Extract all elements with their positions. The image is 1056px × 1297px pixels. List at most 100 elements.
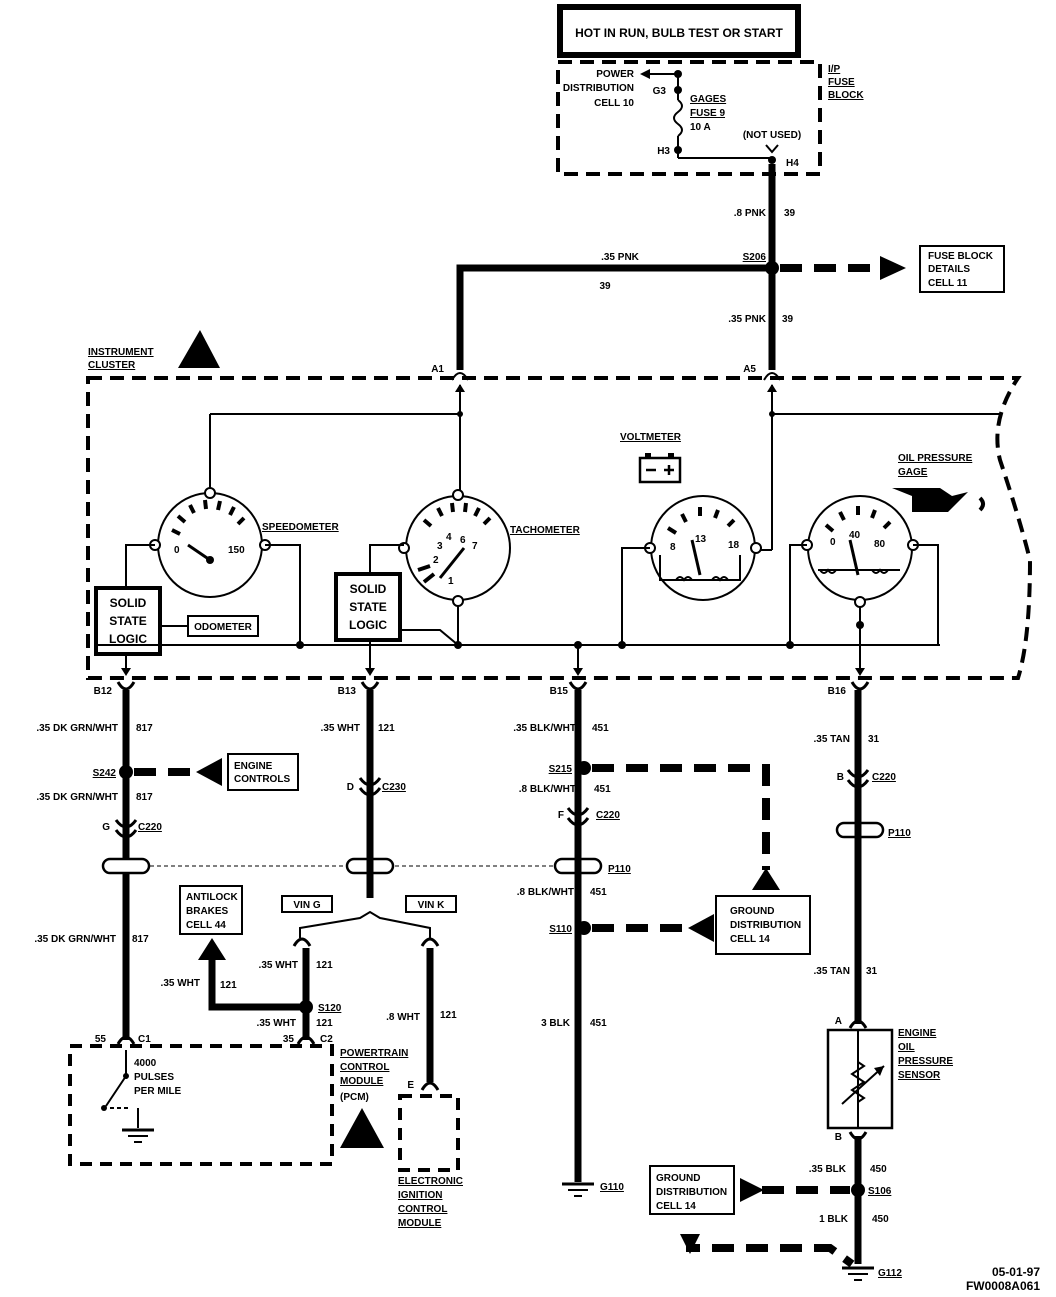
volt-num-18: 18 [728, 540, 740, 551]
col3-gauge-4: 3 BLK [541, 1018, 571, 1029]
header-box: HOT IN RUN, BULB TEST OR START [557, 4, 801, 58]
pcm-label-1: POWERTRAIN [340, 1048, 408, 1059]
fuse-number: FUSE 9 [690, 108, 725, 119]
odometer-label: ODOMETER [194, 622, 253, 633]
col4-circuit-4: 450 [872, 1214, 889, 1225]
col4-circuit-3: 450 [870, 1164, 887, 1175]
speedometer-label: SPEEDOMETER [262, 522, 339, 533]
footer-date: 05-01-97 [992, 1265, 1040, 1279]
sensor-pin-b: B [835, 1132, 842, 1143]
power-dist-2: DISTRIBUTION [563, 83, 634, 94]
arrow-up-icon [752, 868, 780, 890]
col3-conn-pin: F [558, 810, 564, 821]
arrow-left-icon [196, 758, 222, 786]
col4-p110: P110 [888, 828, 911, 839]
col2-gauge-5: .8 WHT [386, 1012, 420, 1023]
wire-circuit-3: 39 [782, 314, 794, 325]
oil-num-0: 0 [830, 537, 836, 548]
col2-circuit-5: 121 [440, 1010, 457, 1021]
column-121: .35 WHT 121 D C230 VIN G VIN K .35 WHT 1… [161, 690, 457, 1091]
col1-circuit-3: 817 [132, 934, 149, 945]
gd2-1: GROUND [656, 1173, 700, 1184]
pin-55: 55 [95, 1034, 107, 1045]
odometer-box: ODOMETER [187, 615, 259, 637]
antilock-1: ANTILOCK [186, 892, 238, 903]
fuse-details-2: DETAILS [928, 264, 970, 275]
col2-conn: C230 [382, 782, 406, 793]
oil-gage-label-1: OIL PRESSURE [898, 453, 973, 464]
col4-gauge-1: .35 TAN [814, 734, 851, 745]
column-31: .35 TAN 31 B C220 P110 .35 TAN 31 A ENGI… [649, 690, 953, 1281]
voltmeter-gauge [650, 495, 756, 601]
wire-circuit-2: 39 [599, 281, 611, 292]
pin-h3: H3 [657, 146, 670, 157]
ip-fuse-block: I/P FUSE BLOCK POWER DISTRIBUTION CELL 1… [556, 60, 864, 176]
powertrain-control-module: 55 C1 4000 PULSES PER MILE POWERTRAIN CO… [68, 1034, 408, 1166]
icm-4: MODULE [398, 1218, 442, 1229]
sensor-label-4: SENSOR [898, 1070, 941, 1081]
col2-gauge-4: .35 WHT [257, 1018, 296, 1029]
esd-warning-icon [178, 330, 220, 368]
col3-circuit-3: 451 [590, 887, 607, 898]
voltmeter-label: VOLTMETER [620, 432, 682, 443]
col4-circuit-2: 31 [866, 966, 878, 977]
pin-e: E [407, 1080, 414, 1091]
splice-s206 [765, 261, 779, 275]
arrow-left-icon [688, 914, 714, 942]
solid-state-logic-1: SOLID STATE LOGIC [94, 586, 162, 656]
col4-gauge-3: .35 BLK [809, 1164, 847, 1175]
col2-circuit-4: 121 [316, 1018, 333, 1029]
gd2-3: CELL 14 [656, 1201, 696, 1212]
col4-gauge-4: 1 BLK [819, 1214, 849, 1225]
oil-num-40: 40 [849, 530, 861, 541]
sensor-label-1: ENGINE [898, 1028, 937, 1039]
col3-gauge-1: .35 BLK/WHT [513, 723, 576, 734]
wire-gauge-2: .35 PNK [601, 252, 640, 263]
ground-g110: G110 [600, 1182, 624, 1193]
col4-circuit-1: 31 [868, 734, 880, 745]
fuse-rating: 10 A [690, 122, 711, 133]
oil-num-80: 80 [874, 539, 886, 550]
speedo-min: 0 [174, 545, 180, 556]
pin-b13: B13 [338, 686, 357, 697]
splice-s206-label: S206 [743, 252, 767, 263]
gd1-3: CELL 14 [730, 934, 770, 945]
arrow-right-icon [880, 256, 906, 280]
gd1-1: GROUND [730, 906, 774, 917]
pcm-label-4: (PCM) [340, 1092, 369, 1103]
col2-conn-pin: D [347, 782, 354, 793]
splice-s242: S242 [93, 768, 117, 779]
oil-can-icon [892, 488, 985, 512]
wire-gauge-3: .35 PNK [728, 314, 767, 325]
col3-p110: P110 [608, 864, 631, 875]
pin-h4: H4 [786, 158, 799, 169]
col4-conn-pin: B [837, 772, 844, 783]
fuse-block-label-2: FUSE [828, 77, 855, 88]
col1-conn: C220 [138, 822, 162, 833]
arrow-down-icon [680, 1234, 700, 1254]
fuse-icon [673, 99, 683, 137]
icm-3: CONTROL [398, 1204, 447, 1215]
engine-controls-1: ENGINE [234, 761, 273, 772]
col2-gauge-3: .35 WHT [161, 978, 200, 989]
tach-num-3: 3 [437, 541, 443, 552]
pcm-label-3: MODULE [340, 1076, 384, 1087]
vin-g: VIN G [293, 900, 320, 911]
pin-35: 35 [283, 1034, 295, 1045]
col3-circuit-2: 451 [594, 784, 611, 795]
header-title: HOT IN RUN, BULB TEST OR START [575, 26, 783, 40]
col1-gauge-3: .35 DK GRN/WHT [34, 934, 116, 945]
ssl2-line1: SOLID [350, 582, 387, 596]
power-dist-1: POWER [596, 69, 635, 80]
power-dist-3: CELL 10 [594, 98, 634, 109]
antilock-3: CELL 44 [186, 920, 226, 931]
col3-circuit-1: 451 [592, 723, 609, 734]
ssl2-line2: STATE [349, 600, 387, 614]
conn-c2: C2 [320, 1034, 333, 1045]
pin-b16: B16 [828, 686, 847, 697]
speedometer-needle [187, 543, 211, 562]
col2-gauge-2: .35 WHT [259, 960, 298, 971]
ssl1-line3: LOGIC [109, 632, 147, 646]
tach-num-6: 6 [460, 535, 466, 546]
arrow-right-icon [740, 1178, 764, 1202]
